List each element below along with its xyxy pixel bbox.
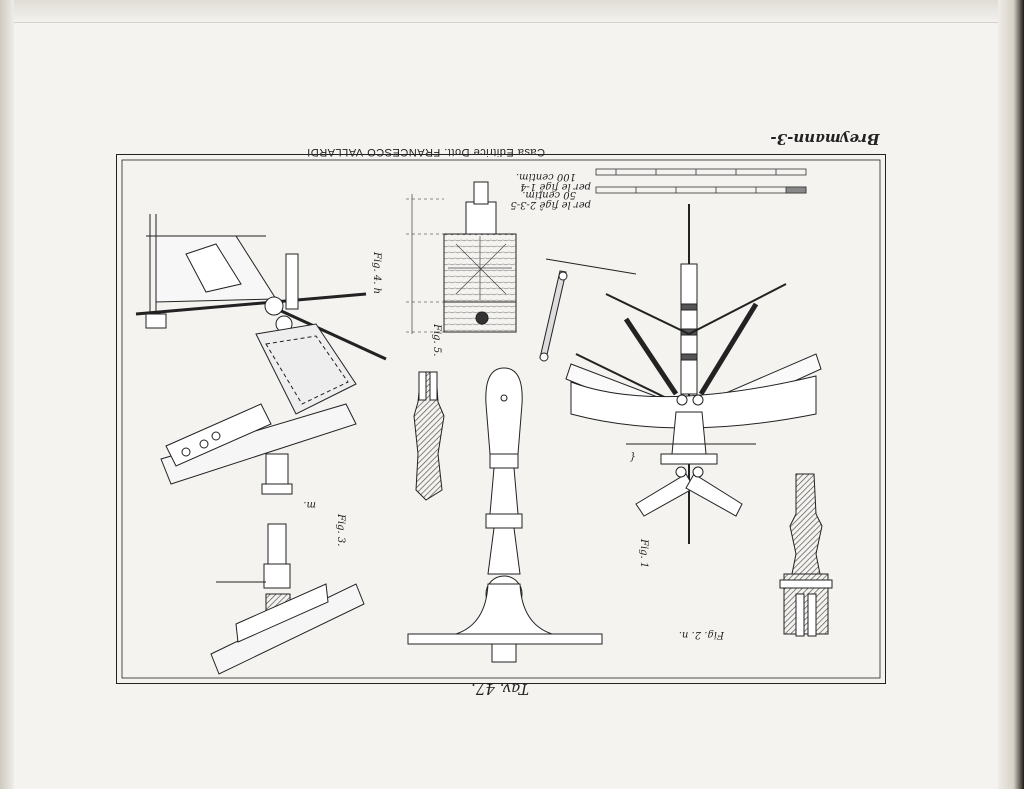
scale-a-label: per le figê 1-4 (520, 181, 591, 192)
engraving-plate: per le figê 1-4 100 centim. per le figê … (116, 154, 886, 684)
engraving-drawing: per le figê 1-4 100 centim. per le figê … (116, 154, 886, 684)
page-left-edge (0, 0, 14, 789)
fig4-truss-joint (135, 214, 387, 415)
scale-b-label: per le figê 2-3-5 (510, 199, 591, 210)
fig2-cast-column (407, 367, 603, 663)
handwritten-corner-note: Breymann-3- (770, 130, 880, 148)
inner-border (121, 159, 881, 679)
page-right-edge (998, 0, 1024, 789)
fig3-column-base (160, 403, 365, 675)
fig1-roof-truss (545, 204, 822, 544)
page-top-edge (0, 0, 1024, 23)
scale-a-unit: 100 centim. (516, 171, 576, 182)
fig5-timber-section (406, 181, 517, 334)
fig3-sub-label: m. (303, 499, 316, 510)
fig2-label: Fig. 2. n. (679, 629, 725, 640)
fig2-column-section (779, 473, 833, 637)
fig3-label: Fig. 3. (335, 513, 346, 546)
scale-b-unit: 50 centim. (522, 189, 576, 200)
fig2-brace: { (629, 451, 636, 462)
fig1-label: Fig. 1 (638, 538, 649, 568)
fig4-label: Fig. 4. h (371, 251, 382, 294)
loose-link-bar (539, 270, 568, 362)
scale-bars (595, 168, 807, 194)
fig5-label: Fig. 5. (431, 323, 442, 356)
